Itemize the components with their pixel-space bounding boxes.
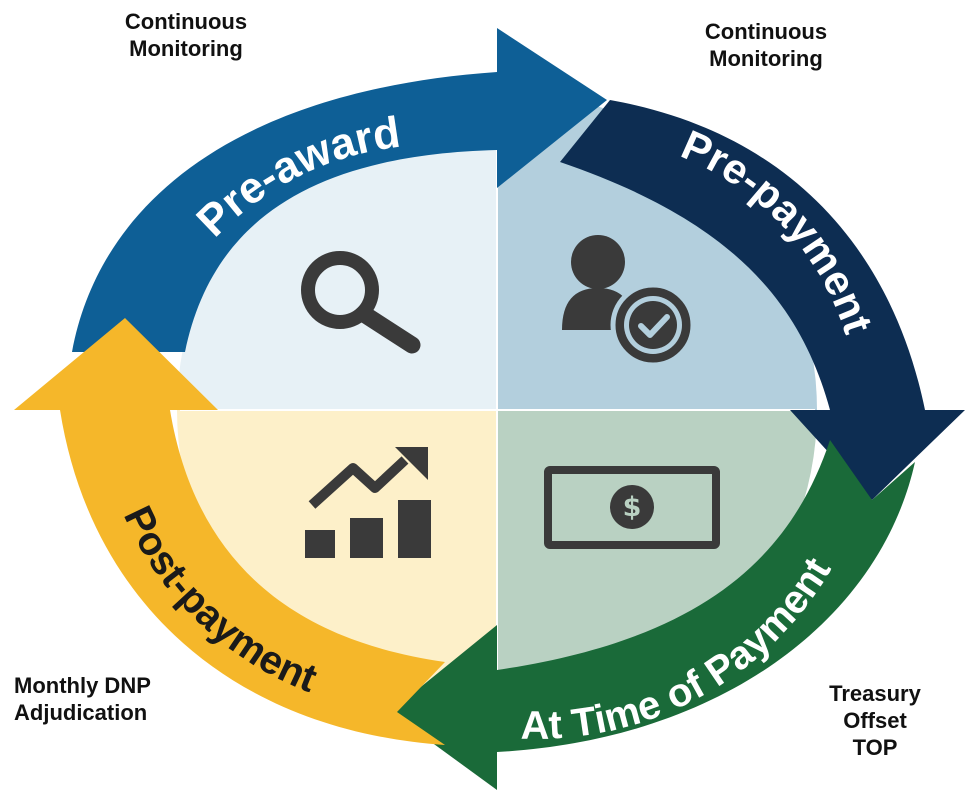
magnifying-glass-icon <box>301 251 421 354</box>
note-bottom-left-line-2: Adjudication <box>14 700 148 725</box>
arrow-pre-payment <box>560 100 965 500</box>
dollar-bill-icon: $ <box>544 466 720 549</box>
note-bottom-right-line-3: TOP <box>852 735 898 760</box>
note-bottom-right-line-1: Treasury <box>829 681 921 706</box>
note-bottom-left-line-1: Monthly DNP <box>14 673 151 698</box>
note-bottom-right-line-2: Offset <box>843 708 907 733</box>
arrow-pre-award <box>72 28 607 352</box>
note-bottom-left: Monthly DNP Adjudication <box>14 672 254 726</box>
verified-user-icon <box>562 235 696 368</box>
arrow-post-payment <box>14 318 445 745</box>
note-top-left: Continuous Monitoring <box>86 8 286 62</box>
note-top-right-line-1: Continuous <box>704 19 828 44</box>
note-bottom-right: Treasury Offset TOP <box>790 680 960 761</box>
growth-chart-icon <box>305 447 431 558</box>
arrow-at-time-of-payment <box>390 440 915 790</box>
note-top-left-line-2: Monitoring <box>129 36 243 61</box>
quadrant-pre-award <box>177 90 497 410</box>
note-top-right: Continuous Monitoring <box>666 18 866 72</box>
quadrant-post-payment <box>177 410 497 730</box>
quadrant-at-time-of-payment <box>497 410 817 730</box>
note-top-right-line-2: Monitoring <box>709 46 823 71</box>
note-top-left-line-1: Continuous <box>124 9 248 34</box>
svg-text:$: $ <box>623 492 642 523</box>
